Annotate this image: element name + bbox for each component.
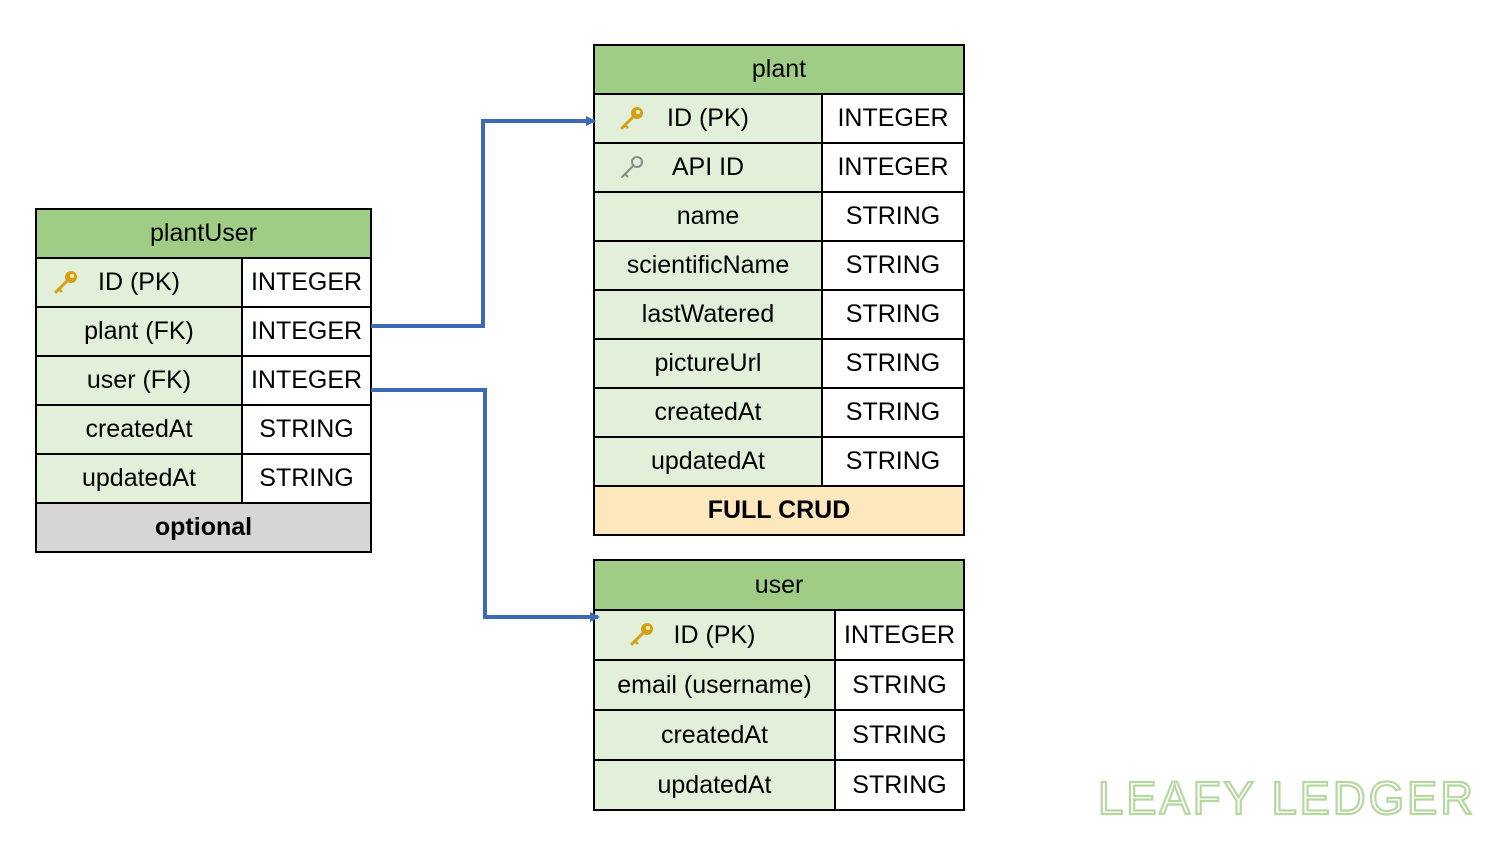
field-type: STRING <box>821 240 965 291</box>
field-name: pictureUrl <box>593 338 823 389</box>
table-row: ID (PK) INTEGER <box>593 93 965 144</box>
user-table-title: user <box>592 559 966 611</box>
table-row: ID (PK) INTEGER <box>593 609 966 661</box>
plant-table-title: plant <box>593 44 965 95</box>
table-row: ID (PK) INTEGER <box>35 257 372 308</box>
primary-key-icon <box>630 623 653 646</box>
field-type: INTEGER <box>241 306 372 357</box>
leafy-ledger-logo: LEAFY LEDGER <box>1098 772 1476 822</box>
field-name: scientificName <box>593 240 823 291</box>
table-row: user (FK) INTEGER <box>35 355 372 406</box>
field-name: createdAt <box>593 709 836 761</box>
plantuser-table-title: plantUser <box>35 208 372 259</box>
plantuser-table: plantUser ID (PK) INTEGER plant (FK) INT… <box>35 208 372 553</box>
field-name: ID (PK) <box>673 620 756 649</box>
field-type: STRING <box>821 387 965 438</box>
field-name: lastWatered <box>593 289 823 340</box>
table-row: createdAt STRING <box>35 404 372 455</box>
table-row: lastWatered STRING <box>593 289 965 340</box>
field-type: STRING <box>833 659 966 711</box>
field-name: user (FK) <box>35 355 243 406</box>
field-name: email (username) <box>593 659 836 711</box>
secondary-key-icon <box>621 155 643 178</box>
field-type: STRING <box>821 289 965 340</box>
field-name: updatedAt <box>593 436 823 487</box>
plant-table: plant ID (PK) INTEGER API ID INTEGER nam… <box>593 44 965 536</box>
field-type: INTEGER <box>241 355 372 406</box>
table-row: name STRING <box>593 191 965 242</box>
table-row: createdAt STRING <box>593 387 965 438</box>
field-type: INTEGER <box>833 609 966 661</box>
table-row: plant (FK) INTEGER <box>35 306 372 357</box>
field-name: ID (PK) <box>667 104 749 132</box>
field-type: INTEGER <box>241 257 372 308</box>
field-type: INTEGER <box>821 93 965 144</box>
field-type: STRING <box>821 338 965 389</box>
primary-key-icon <box>54 270 77 293</box>
table-row: API ID INTEGER <box>593 142 965 193</box>
logo-text: LEAFY LEDGER <box>1098 772 1476 822</box>
relation-user-connector <box>371 388 600 622</box>
field-name: updatedAt <box>35 453 243 504</box>
field-type: STRING <box>821 191 965 242</box>
field-name: updatedAt <box>593 759 836 811</box>
field-name: createdAt <box>35 404 243 455</box>
field-name: createdAt <box>593 387 823 438</box>
field-type: STRING <box>241 453 372 504</box>
field-name: plant (FK) <box>35 306 243 357</box>
plantuser-footer-optional: optional <box>35 502 372 553</box>
table-row: scientificName STRING <box>593 240 965 291</box>
field-type: STRING <box>241 404 372 455</box>
field-name: name <box>593 191 823 242</box>
field-type: STRING <box>833 759 966 811</box>
field-type: STRING <box>821 436 965 487</box>
plant-footer-full-crud: FULL CRUD <box>593 485 965 536</box>
table-row: pictureUrl STRING <box>593 338 965 389</box>
table-row: updatedAt STRING <box>593 759 966 811</box>
table-row: updatedAt STRING <box>35 453 372 504</box>
primary-key-icon <box>620 106 643 129</box>
field-name: API ID <box>671 153 745 181</box>
table-row: email (username) STRING <box>593 659 966 711</box>
field-type: STRING <box>833 709 966 761</box>
table-row: createdAt STRING <box>593 709 966 761</box>
relation-plant-connector <box>371 116 596 328</box>
field-name: ID (PK) <box>98 268 180 296</box>
table-row: updatedAt STRING <box>593 436 965 487</box>
field-type: INTEGER <box>821 142 965 193</box>
user-table: user ID (PK) INTEGER email (username) ST… <box>592 559 966 811</box>
